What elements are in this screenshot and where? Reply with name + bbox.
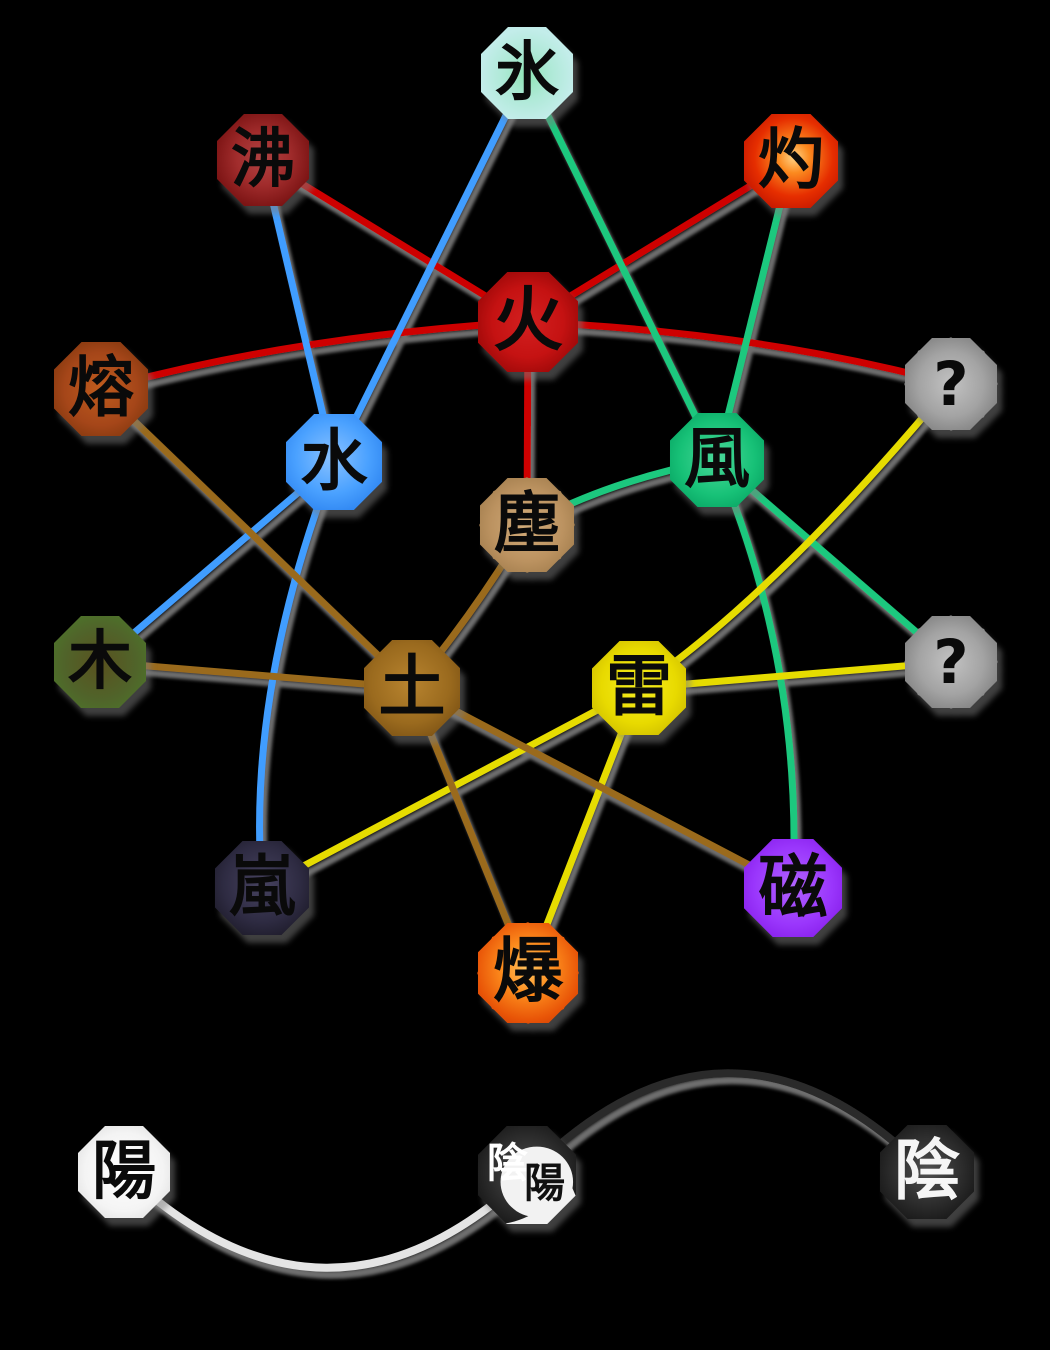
node-lightning: 雷 [592, 641, 686, 735]
node-glyph-magnet: 磁 [758, 849, 828, 926]
node-glyph-wood: 木 [68, 626, 132, 697]
edge-yang-yinyang [121, 1169, 530, 1272]
edge-wind-magnet [713, 458, 798, 889]
edge-earth-wood [99, 658, 413, 692]
node-wind: 風 [670, 413, 764, 507]
node-shape-wood: 木 [54, 616, 146, 708]
node-shape-boil: 沸 [217, 114, 309, 206]
node-glyph-yin: 陰 [894, 1135, 960, 1208]
node-shape-scorch: 灼 [744, 114, 838, 208]
node-shape-lightning: 雷 [592, 641, 686, 735]
node-yin-yang: 陰陽 [478, 1126, 576, 1224]
node-glyph-dust: 塵 [494, 488, 560, 561]
edge-water-boil [259, 159, 338, 463]
node-shape-fire: 火 [478, 272, 578, 372]
node-water: 水 [286, 414, 382, 510]
edge-wind-scorch [713, 160, 795, 461]
edge-wind-question-right [714, 457, 954, 665]
edge-water-ice [330, 71, 531, 464]
node-glyph-ice: 氷 [495, 37, 559, 108]
node-glyph-boil: 沸 [231, 124, 295, 195]
edge-fire-boil [261, 157, 530, 325]
node-magnet: 磁 [744, 839, 842, 937]
edge-wind-ice [523, 71, 721, 462]
node-boil: 沸 [217, 114, 309, 206]
edge-water-storm [256, 460, 338, 889]
edge-fire-question-top [527, 318, 952, 388]
node-shape-yin: 陰 [880, 1125, 974, 1219]
yang-glyph: 陽 [524, 1160, 566, 1207]
node-scorch: 灼 [744, 114, 838, 208]
node-glyph-storm: 嵐 [229, 851, 295, 924]
node-glyph-q-top: ? [933, 348, 969, 420]
node-shape-storm: 嵐 [215, 841, 309, 935]
node-shape-water: 水 [286, 414, 382, 510]
node-glyph-lightning: 雷 [606, 651, 672, 724]
node-earth: 土 [364, 640, 460, 736]
node-glyph-water: 水 [300, 424, 368, 499]
node-yin: 陰 [880, 1125, 974, 1219]
node-shape-q-right: ? [905, 616, 997, 708]
node-glyph-explosion: 爆 [493, 934, 563, 1011]
node-shape-wind: 風 [670, 413, 764, 507]
node-glyph-lava: 熔 [68, 352, 134, 425]
node-dust: 塵 [480, 478, 574, 572]
node-shape-yin-yang: 陰陽 [478, 1126, 576, 1224]
yin-glyph: 陰 [486, 1139, 528, 1186]
node-shape-dust: 塵 [480, 478, 574, 572]
node-ice: 氷 [481, 27, 573, 119]
node-q-right: ? [905, 616, 997, 708]
node-glyph-yang: 陽 [92, 1136, 156, 1207]
node-glyph-q-right: ? [933, 626, 969, 698]
node-shape-yang: 陽 [78, 1126, 170, 1218]
edge-lightning-question-right [638, 658, 952, 692]
node-glyph-wind: 風 [684, 423, 750, 496]
node-shape-magnet: 磁 [744, 839, 842, 937]
node-shape-earth: 土 [364, 640, 460, 736]
edge-water-wood [97, 459, 337, 665]
node-glyph-fire: 火 [493, 283, 563, 360]
node-lava: 熔 [54, 342, 148, 436]
node-shape-ice: 氷 [481, 27, 573, 119]
node-wood: 木 [54, 616, 146, 708]
node-shape-lava: 熔 [54, 342, 148, 436]
edge-earth-lava [98, 386, 415, 691]
node-glyph-scorch: 灼 [758, 124, 824, 197]
node-explosion: 爆 [478, 923, 578, 1023]
edge-yinyang-yin [524, 1069, 930, 1178]
node-q-top: ? [905, 338, 997, 430]
node-fire: 火 [478, 272, 578, 372]
node-shape-explosion: 爆 [478, 923, 578, 1023]
node-glyph-earth: 土 [378, 650, 446, 725]
edge-earth-magnet [410, 684, 795, 892]
node-storm: 嵐 [215, 841, 309, 935]
node-shape-q-top: ? [905, 338, 997, 430]
yinyang-white-half [500, 1146, 576, 1224]
node-yang: 陽 [78, 1126, 170, 1218]
